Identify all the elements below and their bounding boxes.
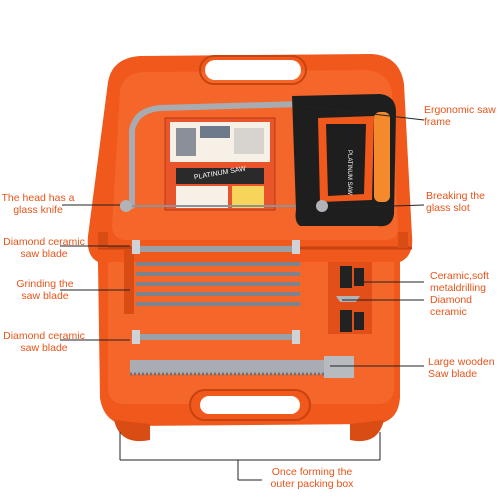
callout-grinding-line2: saw blade — [21, 290, 69, 302]
saw-frame — [120, 94, 396, 227]
callout-breaking-line1: Breaking the — [426, 190, 485, 202]
saw-frame-brand: PLATINUM SAW — [346, 150, 352, 196]
callout-lines — [60, 105, 425, 481]
blade-set — [124, 240, 354, 378]
callout-diamond-top-line2: saw blade — [20, 248, 68, 260]
callout-diamond-ceramic-right: Diamond ceramic — [430, 294, 472, 318]
callout-diamond-bottom-line1: Diamond ceramic — [3, 330, 85, 342]
callout-ergonomic-line2: frame — [424, 116, 451, 128]
callout-diamond-top-line1: Diamond ceramic — [3, 236, 85, 248]
callout-ergonomic-line1: Ergonomic saw — [424, 104, 496, 116]
callout-ergonomic-saw-frame: Ergonomic saw frame — [424, 104, 496, 128]
callout-grinding-saw-blade: Grinding the saw blade — [10, 278, 80, 302]
callout-head-line2: glass knife — [13, 204, 63, 216]
callout-diamond-bottom-line2: saw blade — [20, 342, 68, 354]
callout-large-wooden-line1: Large wooden — [428, 356, 495, 368]
callout-diamond-right-line1: Diamond — [430, 294, 473, 306]
product-card — [164, 117, 276, 211]
callout-diamond-ceramic-bottom: Diamond ceramic saw blade — [0, 330, 88, 354]
callout-ceramic-line1: Ceramic,soft — [430, 270, 489, 282]
callout-head-line1: The head has a — [1, 192, 75, 204]
callout-large-wooden-line2: Saw blade — [428, 368, 478, 380]
callout-grinding-line1: Grinding the — [16, 278, 74, 290]
callout-ceramic-line2: metaldrilling — [430, 282, 487, 294]
callout-breaking-line2: glass slot — [426, 202, 470, 214]
callout-diamond-right-line2: ceramic — [430, 306, 467, 318]
callout-diamond-ceramic-top: Diamond ceramic saw blade — [0, 236, 88, 260]
callout-ceramic-soft: Ceramic,soft metaldrilling — [430, 270, 489, 294]
accessory-slots — [328, 262, 372, 334]
callout-large-wooden-saw-blade: Large wooden Saw blade — [428, 356, 495, 380]
callout-head-glass-knife: The head has a glass knife — [0, 192, 76, 216]
callout-outer-packing-box: Once forming the outer packing box — [264, 466, 360, 490]
callout-breaking-glass-slot: Breaking the glass slot — [426, 190, 485, 214]
callout-packing-line2: outer packing box — [270, 478, 354, 490]
callout-packing-line1: Once forming the — [271, 466, 353, 478]
